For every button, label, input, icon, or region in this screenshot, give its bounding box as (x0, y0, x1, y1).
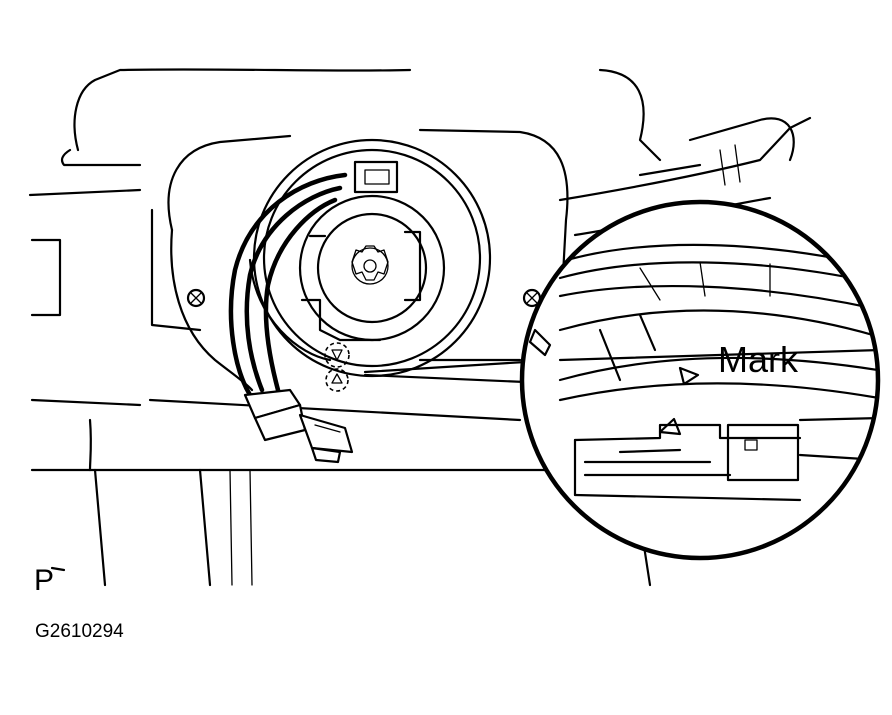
alignment-mark (324, 342, 350, 392)
mark-callout-circle: Mark (519, 199, 881, 561)
callout-bracket (528, 328, 552, 357)
mark-label: Mark (718, 339, 799, 380)
harness-connector (243, 388, 354, 464)
view-letter-tick (50, 566, 66, 572)
figure-code: G2610294 (35, 621, 124, 642)
cable-top-connector (353, 160, 399, 194)
wire-harness (228, 172, 348, 398)
steering-column-outline (28, 68, 662, 587)
view-letter: P (34, 564, 54, 597)
callout-leader-upper (363, 360, 527, 374)
spiral-cable-body (252, 138, 492, 378)
cable-mark-triangle (678, 366, 700, 386)
housing-mark-triangle (658, 417, 682, 436)
callout-leader (363, 373, 527, 384)
